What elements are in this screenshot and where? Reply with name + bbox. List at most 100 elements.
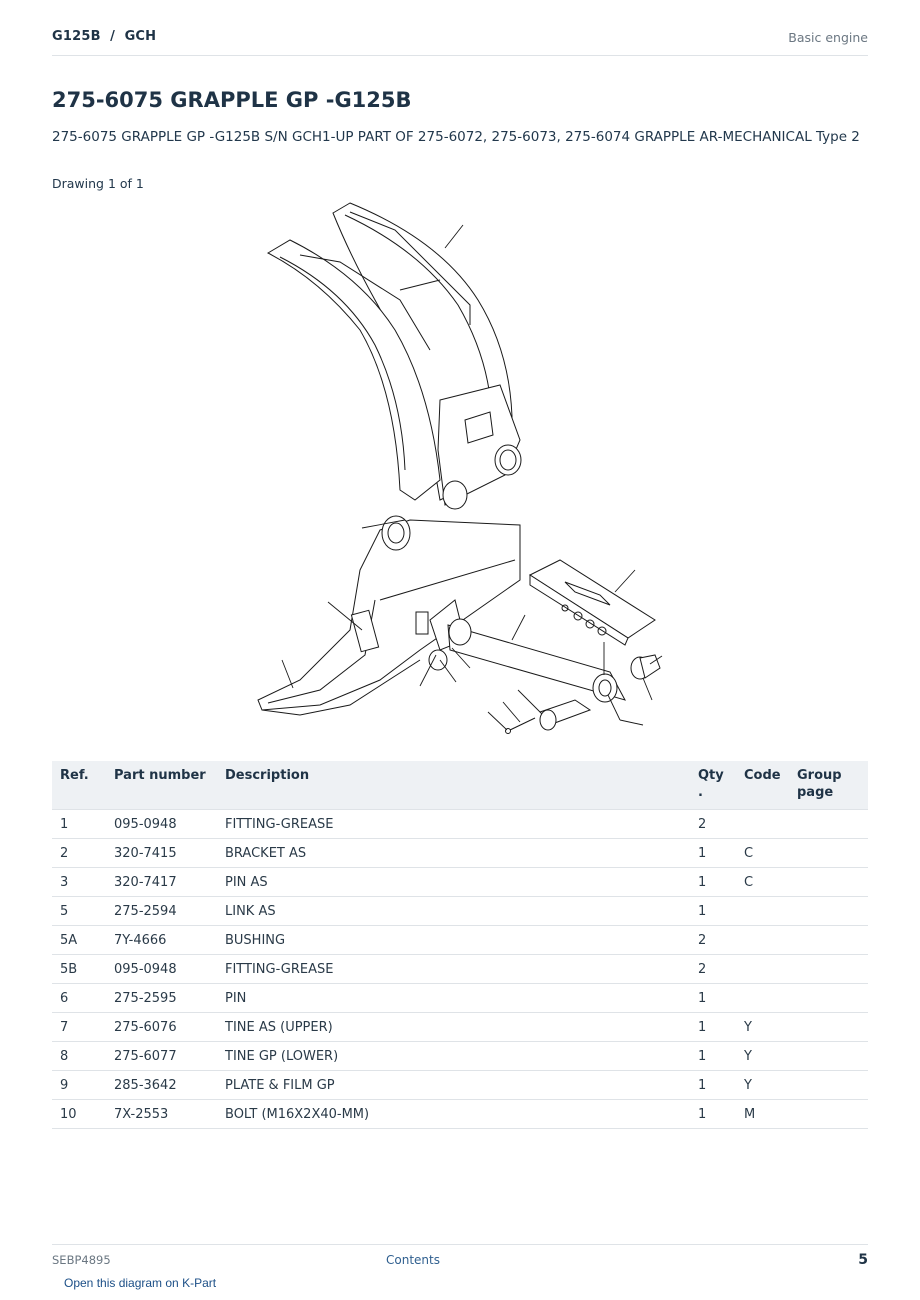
header-divider [52, 55, 868, 56]
cell-code: Y [736, 1012, 789, 1042]
cell-part-number: 275-6077 [106, 1041, 217, 1071]
cell-group-page [789, 1041, 868, 1071]
callout-lines [281, 224, 663, 731]
cell-ref: 5A [52, 925, 106, 955]
cell-part-number: 320-7415 [106, 838, 217, 868]
cell-part-number: 320-7417 [106, 867, 217, 897]
cell-qty: 1 [690, 1041, 736, 1071]
cell-code: Y [736, 1041, 789, 1071]
cell-ref: 10 [52, 1099, 106, 1129]
col-code: Code [736, 761, 789, 810]
cell-qty: 1 [690, 1070, 736, 1100]
cell-qty: 2 [690, 925, 736, 955]
cell-code: C [736, 867, 789, 897]
cell-description: PLATE & FILM GP [217, 1070, 690, 1100]
contents-link[interactable]: Contents [386, 1253, 440, 1267]
cell-group-page [789, 954, 868, 984]
plate-drawing [528, 559, 656, 646]
cell-code [736, 809, 789, 839]
cell-code [736, 983, 789, 1013]
footer-doc-code: SEBP4895 [52, 1253, 111, 1267]
cell-description: BOLT (M16X2X40-MM) [217, 1099, 690, 1129]
cell-ref: 2 [52, 838, 106, 868]
cell-code [736, 896, 789, 926]
col-description: Description [217, 761, 690, 810]
cell-group-page [789, 809, 868, 839]
col-group-page: Group page [789, 761, 868, 810]
footer-divider [52, 1244, 868, 1245]
cell-part-number: 095-0948 [106, 809, 217, 839]
cell-group-page [789, 983, 868, 1013]
cell-qty: 2 [690, 809, 736, 839]
col-ref: Ref. [52, 761, 106, 810]
cell-ref: 6 [52, 983, 106, 1013]
cell-code: C [736, 838, 789, 868]
cell-group-page [789, 867, 868, 897]
cell-ref: 1 [52, 809, 106, 839]
cell-part-number: 095-0948 [106, 954, 217, 984]
cell-part-number: 275-2594 [106, 896, 217, 926]
cell-description: BRACKET AS [217, 838, 690, 868]
cell-ref: 5B [52, 954, 106, 984]
cell-ref: 8 [52, 1041, 106, 1071]
cell-description: FITTING-GREASE [217, 809, 690, 839]
header-model: G125B / GCH [52, 29, 157, 44]
cell-group-page [789, 896, 868, 926]
cell-part-number: 7X-2553 [106, 1099, 217, 1129]
cell-description: LINK AS [217, 896, 690, 926]
col-qty: Qty . [690, 761, 736, 810]
cell-qty: 1 [690, 896, 736, 926]
table-header-row: Ref. Part number Description Qty . Code … [52, 761, 868, 810]
pin-drawing [505, 699, 592, 734]
cell-code: Y [736, 1070, 789, 1100]
cell-description: PIN AS [217, 867, 690, 897]
cell-ref: 7 [52, 1012, 106, 1042]
cell-code [736, 954, 789, 984]
cell-qty: 1 [690, 983, 736, 1013]
cell-part-number: 285-3642 [106, 1070, 217, 1100]
page-title: 275-6075 GRAPPLE GP -G125B [52, 88, 412, 112]
cell-code: M [736, 1099, 789, 1129]
cell-group-page [789, 1012, 868, 1042]
cell-group-page [789, 1099, 868, 1129]
cell-qty: 2 [690, 954, 736, 984]
cell-qty: 1 [690, 867, 736, 897]
upper-tine-drawing [266, 202, 522, 510]
lower-tine-drawing [257, 515, 521, 716]
cell-group-page [789, 925, 868, 955]
cell-qty: 1 [690, 1012, 736, 1042]
col-part-number: Part number [106, 761, 217, 810]
cell-description: TINE GP (LOWER) [217, 1041, 690, 1071]
parts-table: Ref. Part number Description Qty . Code … [52, 761, 868, 1129]
page-subtitle: 275-6075 GRAPPLE GP -G125B S/N GCH1-UP P… [52, 129, 860, 145]
cell-ref: 5 [52, 896, 106, 926]
grapple-exploded-diagram [257, 202, 663, 734]
open-kpart-link[interactable]: Open this diagram on K-Part [64, 1276, 217, 1290]
header-section: Basic engine [788, 30, 868, 45]
cell-description: TINE AS (UPPER) [217, 1012, 690, 1042]
cell-ref: 9 [52, 1070, 106, 1100]
cell-part-number: 275-2595 [106, 983, 217, 1013]
cell-description: BUSHING [217, 925, 690, 955]
drawing-label: Drawing 1 of 1 [52, 176, 144, 191]
cell-code [736, 925, 789, 955]
cell-ref: 3 [52, 867, 106, 897]
cell-group-page [789, 838, 868, 868]
cell-group-page [789, 1070, 868, 1100]
cell-qty: 1 [690, 838, 736, 868]
cell-part-number: 275-6076 [106, 1012, 217, 1042]
cell-part-number: 7Y-4666 [106, 925, 217, 955]
cell-description: FITTING-GREASE [217, 954, 690, 984]
page-number: 5 [858, 1252, 868, 1268]
cell-description: PIN [217, 983, 690, 1013]
